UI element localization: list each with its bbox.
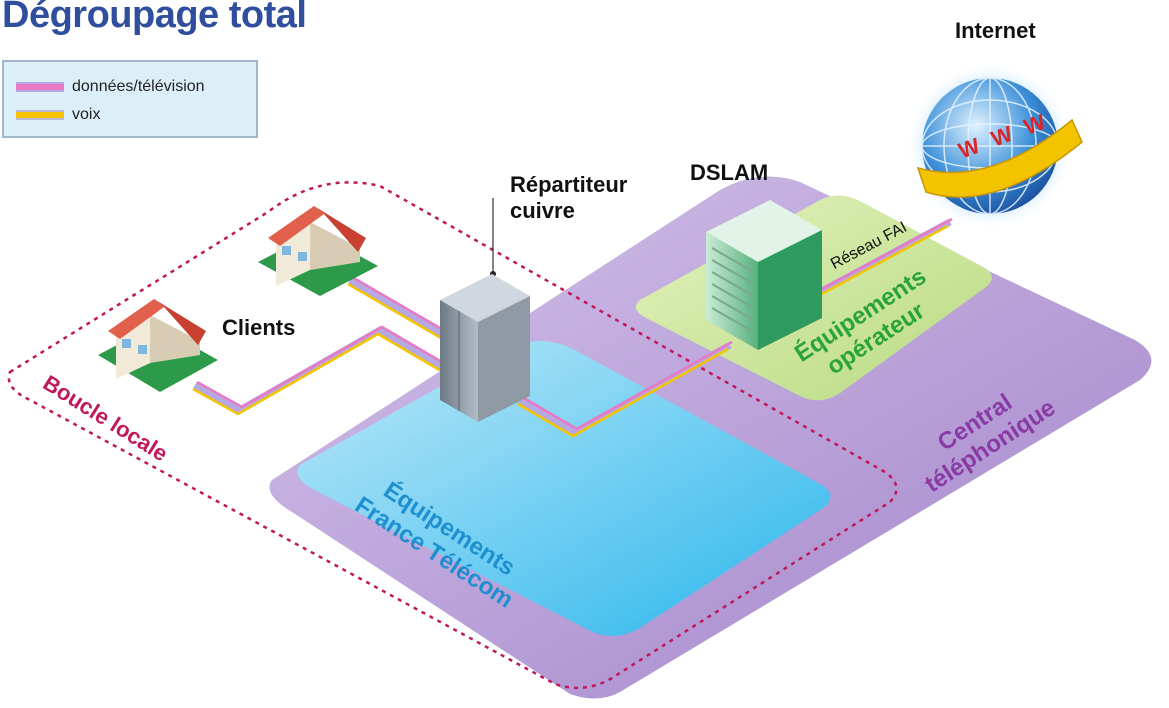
legend-item-voice: voix	[16, 104, 100, 126]
repartiteur-label-line2: cuivre	[510, 198, 575, 223]
house-client-2	[98, 299, 218, 392]
dslam-label: DSLAM	[690, 160, 769, 185]
house-client-1	[258, 206, 378, 296]
equipements-france-telecom-zone	[297, 341, 831, 636]
repartiteur-label-line1: Répartiteur	[510, 172, 628, 197]
repartiteur-label: Répartiteur cuivre	[510, 172, 627, 224]
page-title: Dégroupage total	[2, 0, 307, 36]
dslam-rack	[706, 200, 822, 350]
cable-client-2	[192, 325, 448, 416]
voice-line-swatch	[16, 110, 64, 120]
cable-client-1	[347, 275, 453, 344]
legend-item-data: données/télévision	[16, 76, 205, 98]
cable-backbone	[517, 217, 953, 438]
internet-label: Internet	[955, 18, 1036, 43]
legend-label-data: données/télévision	[72, 78, 205, 95]
clients-label: Clients	[222, 315, 296, 340]
legend-label-voice: voix	[72, 106, 101, 123]
legend: données/télévision voix	[2, 60, 258, 138]
data-line-swatch	[16, 82, 64, 92]
repartiteur-cabinet	[440, 198, 530, 422]
internet-globe	[906, 62, 1083, 230]
